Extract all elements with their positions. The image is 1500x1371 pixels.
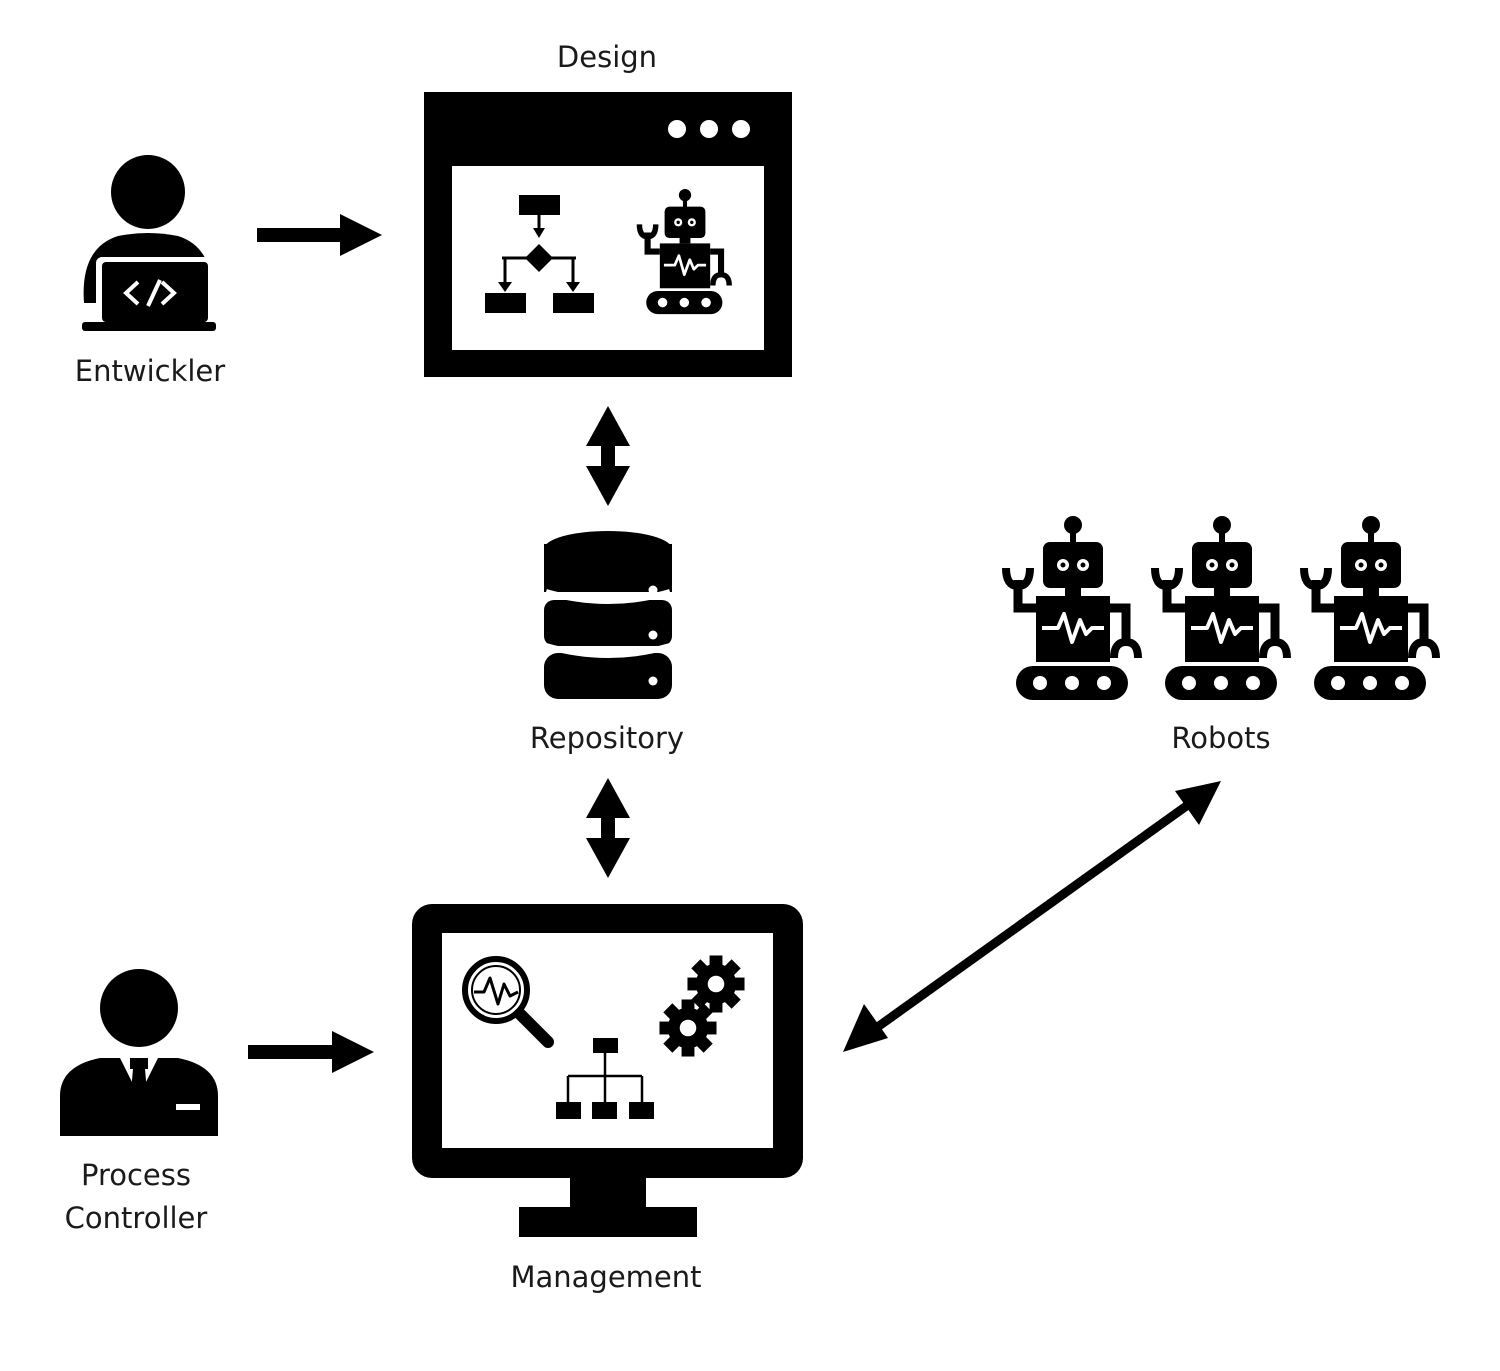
- robot-icon: [1304, 516, 1436, 700]
- design-repository-double-arrow: [586, 406, 630, 506]
- design-label: Design: [556, 40, 658, 74]
- repository-label: Repository: [529, 721, 685, 755]
- database-icon: [544, 531, 672, 699]
- developer-icon: [82, 155, 216, 331]
- developer-label: Entwickler: [74, 354, 226, 388]
- design-window-icon: [424, 92, 792, 377]
- process-controller-label-line2: Controller: [64, 1201, 208, 1235]
- controller-to-management-arrow: [248, 1031, 374, 1073]
- robots-group: [1006, 516, 1436, 700]
- robot-icon: [1155, 516, 1287, 700]
- process-controller-icon: [60, 969, 218, 1136]
- org-chart-icon: [556, 1038, 654, 1119]
- repository-management-double-arrow: [586, 778, 630, 878]
- flowchart-icon: [485, 195, 594, 313]
- robot-icon: [1006, 516, 1138, 700]
- developer-to-design-arrow: [257, 214, 382, 256]
- magnifier-icon: [462, 956, 554, 1048]
- process-controller-label-line1: Process: [80, 1158, 191, 1192]
- robots-label: Robots: [1171, 721, 1271, 755]
- management-label: Management: [510, 1260, 702, 1294]
- monitor-icon: [412, 904, 803, 1237]
- management-robots-double-arrow: [843, 781, 1221, 1052]
